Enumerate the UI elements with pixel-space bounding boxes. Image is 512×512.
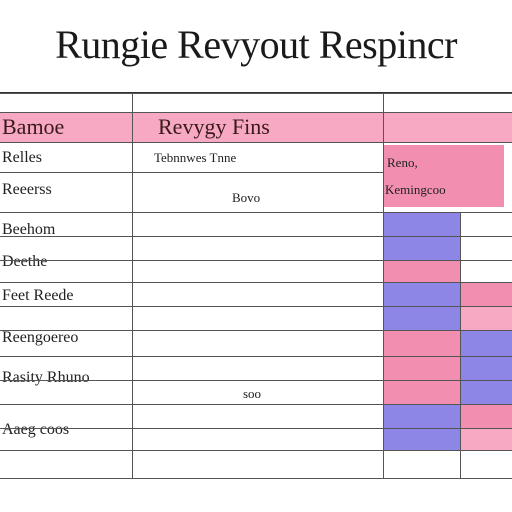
col3b-row-5 bbox=[460, 404, 512, 428]
row-label-6: Reengoereo bbox=[2, 329, 79, 346]
title-divider bbox=[0, 92, 512, 93]
header-col-1: Bamoe bbox=[2, 114, 65, 139]
col2-cell-note: soo bbox=[243, 386, 262, 401]
row-label-7: Rasity Rhuno bbox=[2, 369, 90, 386]
grid-hline bbox=[0, 428, 512, 429]
col3a-row-4 bbox=[383, 330, 460, 356]
col3a-row-6 bbox=[383, 380, 460, 404]
col3-subheader-fill bbox=[383, 145, 504, 207]
grid-vline bbox=[132, 93, 133, 478]
col3a-row-2 bbox=[383, 260, 460, 282]
grid-hline bbox=[0, 478, 512, 479]
row-label-1: Relles bbox=[2, 149, 42, 166]
col3b-row-2 bbox=[460, 306, 512, 330]
grid-hline bbox=[0, 450, 512, 451]
header-col-2: Revygy Fins bbox=[158, 114, 270, 139]
grid-hline bbox=[0, 260, 512, 261]
col2-subheader-2: Bovo bbox=[232, 190, 261, 205]
row-label-4: Deethe bbox=[2, 253, 48, 270]
grid-hline bbox=[0, 380, 512, 381]
col3a-row-7 bbox=[383, 404, 460, 450]
col3b-row-6 bbox=[460, 428, 512, 450]
col3a-row-5 bbox=[383, 356, 460, 380]
grid-hline bbox=[0, 236, 512, 237]
col3b-row-3 bbox=[460, 330, 512, 380]
grid-hline bbox=[0, 212, 512, 213]
row-label-5: Feet Reede bbox=[2, 287, 74, 304]
header-band bbox=[0, 112, 512, 142]
col2-subheader-1: Tebnnwes Tnne bbox=[154, 150, 237, 165]
grid-vline bbox=[460, 212, 461, 478]
grid-hline bbox=[0, 306, 512, 307]
col3b-row-1 bbox=[460, 282, 512, 306]
row-label-8: Aaeg coos bbox=[2, 421, 70, 438]
grid-hline bbox=[0, 172, 383, 173]
col3-subheader-2: Kemingcoo bbox=[385, 182, 446, 197]
grid-hline bbox=[0, 330, 512, 331]
grid-hline bbox=[0, 356, 512, 357]
row-label-3: Beehom bbox=[2, 221, 56, 238]
grid-hline bbox=[0, 112, 512, 113]
row-label-2: Reeerss bbox=[2, 181, 52, 198]
page-title: Rungie Revyout Respincr bbox=[55, 22, 457, 67]
grid-hline bbox=[0, 404, 512, 405]
grid-hline bbox=[0, 93, 512, 94]
col3b-row-4 bbox=[460, 380, 512, 404]
grid-vline bbox=[383, 93, 384, 478]
col3-subheader-1: Reno, bbox=[387, 155, 418, 170]
grid-hline bbox=[0, 282, 512, 283]
grid-hline bbox=[0, 142, 512, 143]
